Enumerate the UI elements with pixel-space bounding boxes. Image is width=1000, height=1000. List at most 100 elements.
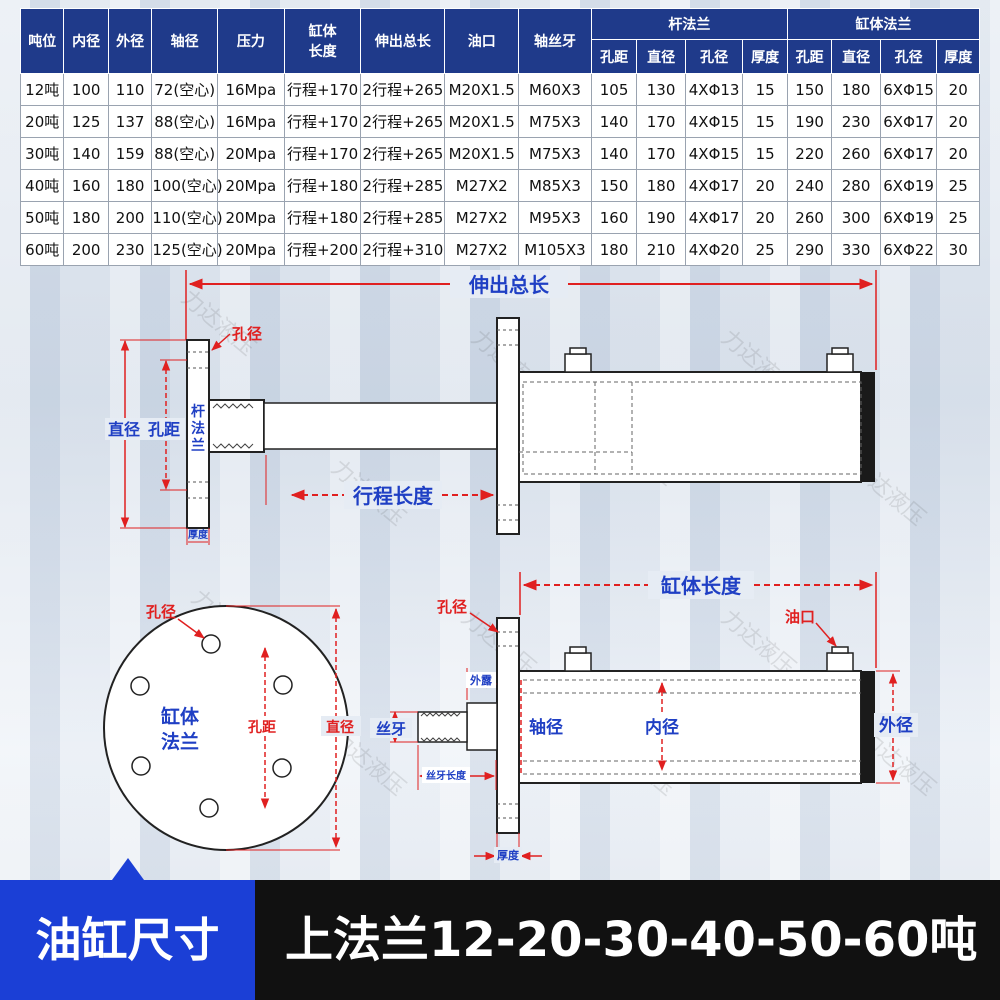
header-total-length: 伸出总长 <box>360 8 446 74</box>
table-cell: 105 <box>590 73 638 106</box>
table-cell: M27X2 <box>444 233 520 266</box>
table-cell: M75X3 <box>518 137 592 170</box>
table-cell: 330 <box>831 233 881 266</box>
table-cell: 130 <box>636 73 686 106</box>
table-cell: 25 <box>742 233 788 266</box>
cylinder-flange-face <box>103 605 349 851</box>
thickness-label-upper: 厚度 <box>188 528 209 541</box>
table-cell: M20X1.5 <box>444 137 520 170</box>
table-cell: 20 <box>936 73 980 106</box>
table-cell: 230 <box>107 233 153 266</box>
flange-bolt-holes <box>130 634 293 818</box>
thread-stub <box>417 711 468 743</box>
table-cell: M27X2 <box>444 201 520 234</box>
cylinder-drawing: 力达液压 力达液压 力达液压 力达液压 力达液压 力达液压 力达液压 力达液压 … <box>103 270 940 863</box>
table-cell: M20X1.5 <box>444 73 520 106</box>
subheader-row: 孔距直径孔径厚度孔距直径孔径厚度 <box>21 39 980 74</box>
table-cell: M95X3 <box>518 201 592 234</box>
table-cell: 20 <box>936 105 980 138</box>
table-cell: 2行程+265 <box>360 137 446 170</box>
header-shaft-dia: 轴径 <box>151 8 218 74</box>
oil-port-upper-right <box>826 347 854 373</box>
cylinder-flange-label-line1: 缸体 <box>161 705 200 728</box>
cylinder-flange-label-line2: 法兰 <box>161 730 199 753</box>
table-cell: 6XΦ17 <box>879 105 938 138</box>
footer-subtitle: 上法兰12-20-30-40-50-60吨 <box>285 912 978 968</box>
stroke-length-label: 行程长度 <box>352 484 434 508</box>
header-rod-flange: 杆法兰 <box>590 8 788 40</box>
table-cell: 150 <box>786 73 833 106</box>
subheader-cell: 厚度 <box>936 39 980 74</box>
table-cell: 125(空心) <box>151 233 223 266</box>
table-cell: 行程+170 <box>283 137 362 170</box>
table-cell: 260 <box>831 137 881 170</box>
hole-pitch-label-upper: 孔距 <box>148 420 180 439</box>
hole-dia-label-lower: 孔径 <box>437 598 467 616</box>
table-cell: 12吨 <box>19 73 65 106</box>
subheader-cell: 直径 <box>831 39 881 74</box>
table-cell: 4XΦ15 <box>684 105 744 138</box>
table-cell: 159 <box>107 137 153 170</box>
piston-rod <box>263 402 498 450</box>
rod-flange-label: 杆法兰 <box>191 403 205 454</box>
shaft-dia-label: 轴径 <box>529 717 563 738</box>
subheader-cell: 厚度 <box>742 39 788 74</box>
thickness-label-lower: 厚度 <box>497 848 520 862</box>
table-cell: 140 <box>590 137 638 170</box>
table-cell: 20 <box>742 201 788 234</box>
table-cell: 170 <box>636 105 686 138</box>
table-cell: 100(空心) <box>151 169 223 202</box>
header-inner-dia: 内径 <box>63 8 109 74</box>
table-cell: 200 <box>63 233 109 266</box>
total-length-dimension: 伸出总长 <box>185 270 877 370</box>
table-cell: 6XΦ15 <box>879 73 938 106</box>
table-cell: M75X3 <box>518 105 592 138</box>
header-outer-dia: 外径 <box>107 8 153 74</box>
table-cell: 180 <box>831 73 881 106</box>
table-cell: 160 <box>63 169 109 202</box>
total-length-label: 伸出总长 <box>468 273 550 297</box>
cylinder-end-cap-lower <box>861 671 875 783</box>
outer-dia-label: 外径 <box>879 715 913 736</box>
cylinder-length-label: 缸体长度 <box>661 574 742 598</box>
cylinder-barrel-lower <box>518 670 862 784</box>
cylinder-flange-lower <box>496 617 520 834</box>
table-cell: 170 <box>636 137 686 170</box>
diameter-label-upper: 直径 <box>108 420 140 439</box>
table-cell: 180 <box>590 233 638 266</box>
table-cell: 4XΦ15 <box>684 137 744 170</box>
table-cell: M20X1.5 <box>444 105 520 138</box>
table-cell: 110(空心) <box>151 201 223 234</box>
table-cell: 290 <box>786 233 833 266</box>
table-cell: 25 <box>936 201 980 234</box>
table-cell: 行程+180 <box>283 201 362 234</box>
table-cell: 25 <box>936 169 980 202</box>
table-cell: 16Mpa <box>217 73 285 106</box>
footer-title: 油缸尺寸 <box>35 913 220 967</box>
spec-table: 吨位 内径 外径 轴径 压力 缸体长度 伸出总长 油口 轴丝牙 杆法兰 缸体法兰… <box>19 8 981 266</box>
table-cell: 6XΦ22 <box>879 233 938 266</box>
oil-port-upper-left <box>564 347 592 373</box>
header-cylinder-length: 缸体长度 <box>283 8 362 74</box>
table-cell: 15 <box>742 105 788 138</box>
hole-dia-label-face: 孔径 <box>146 603 176 621</box>
table-cell: 4XΦ13 <box>684 73 744 106</box>
outer-exposed-label: 外露 <box>469 673 493 687</box>
footer-title-block <box>0 858 255 1000</box>
oil-port-lower-right <box>826 646 854 672</box>
oil-port-lower-left <box>564 646 592 672</box>
table-cell: 280 <box>831 169 881 202</box>
table-cell: 180 <box>107 169 153 202</box>
oil-port-label: 油口 <box>785 608 815 626</box>
cylinder-barrel-upper <box>518 371 862 483</box>
subheader-cell: 孔距 <box>590 39 638 74</box>
header-cylinder-flange: 缸体法兰 <box>786 8 981 40</box>
thread-label: 丝牙 <box>376 720 406 738</box>
table-cell: 160 <box>590 201 638 234</box>
thread-length-label: 丝牙长度 <box>426 769 467 782</box>
table-cell: 6XΦ17 <box>879 137 938 170</box>
